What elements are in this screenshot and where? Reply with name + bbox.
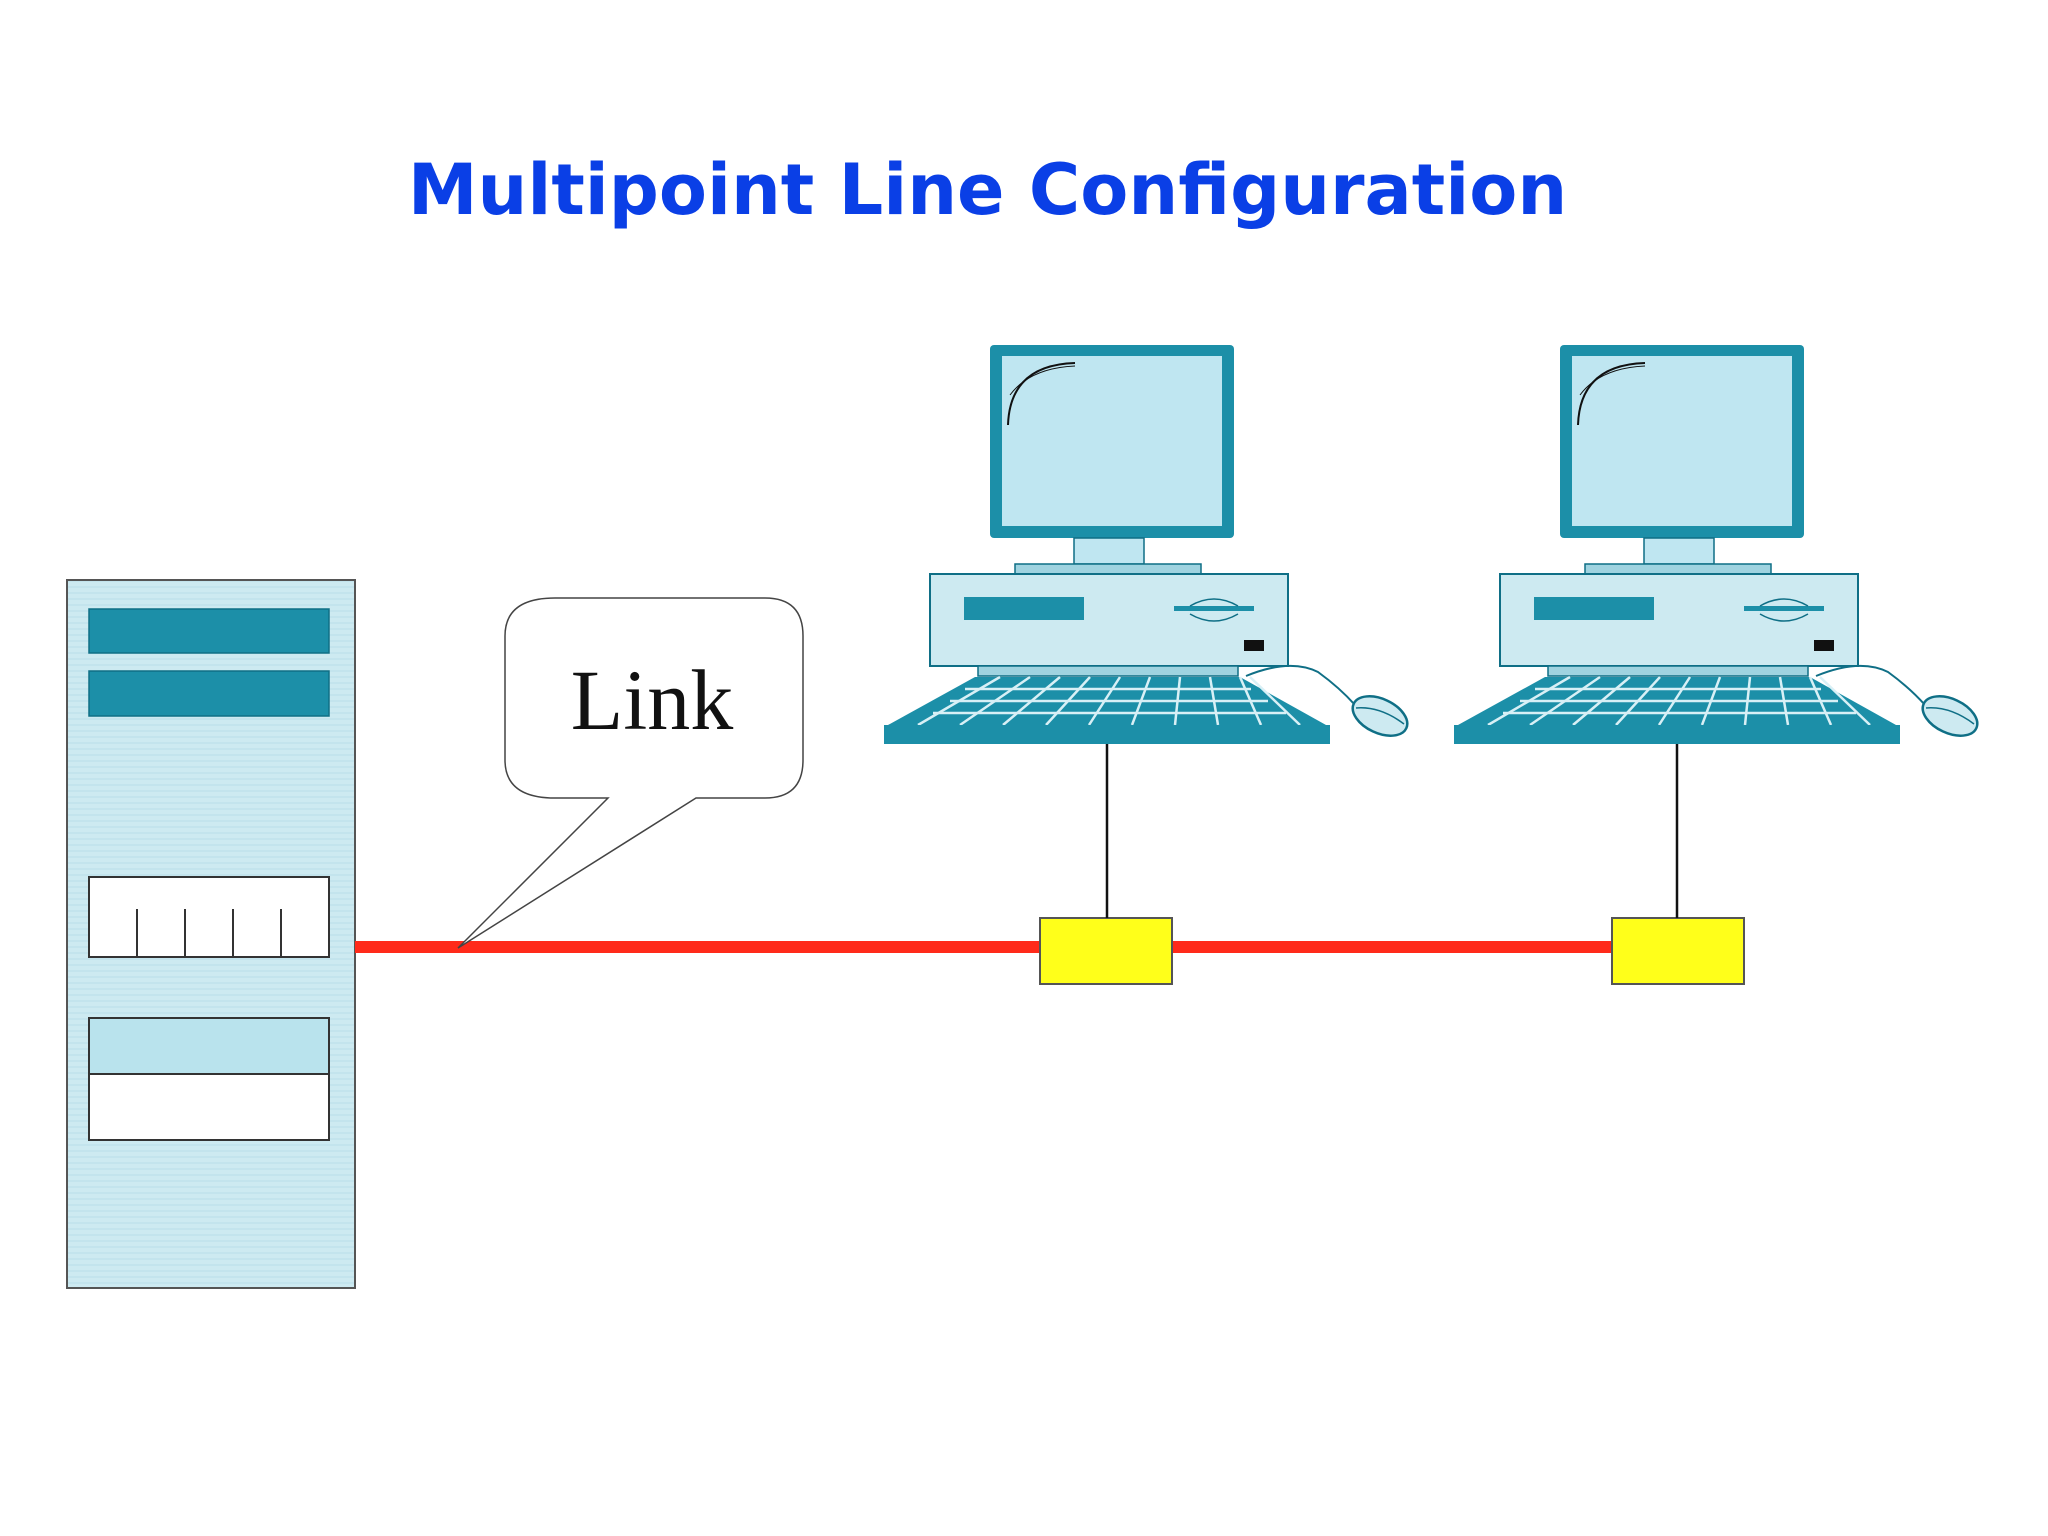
link-callout: Link bbox=[457, 597, 804, 949]
link-line bbox=[355, 941, 1613, 953]
desktop-computer-icon bbox=[1452, 343, 1985, 920]
tap-connector-icon bbox=[1039, 917, 1173, 985]
mainframe-icon bbox=[66, 579, 356, 1289]
page-title: Multipoint Line Configuration bbox=[407, 148, 1568, 231]
desktop-computer-icon bbox=[882, 343, 1415, 920]
callout-label: Link bbox=[571, 652, 733, 748]
tap-connector-icon bbox=[1611, 917, 1745, 985]
